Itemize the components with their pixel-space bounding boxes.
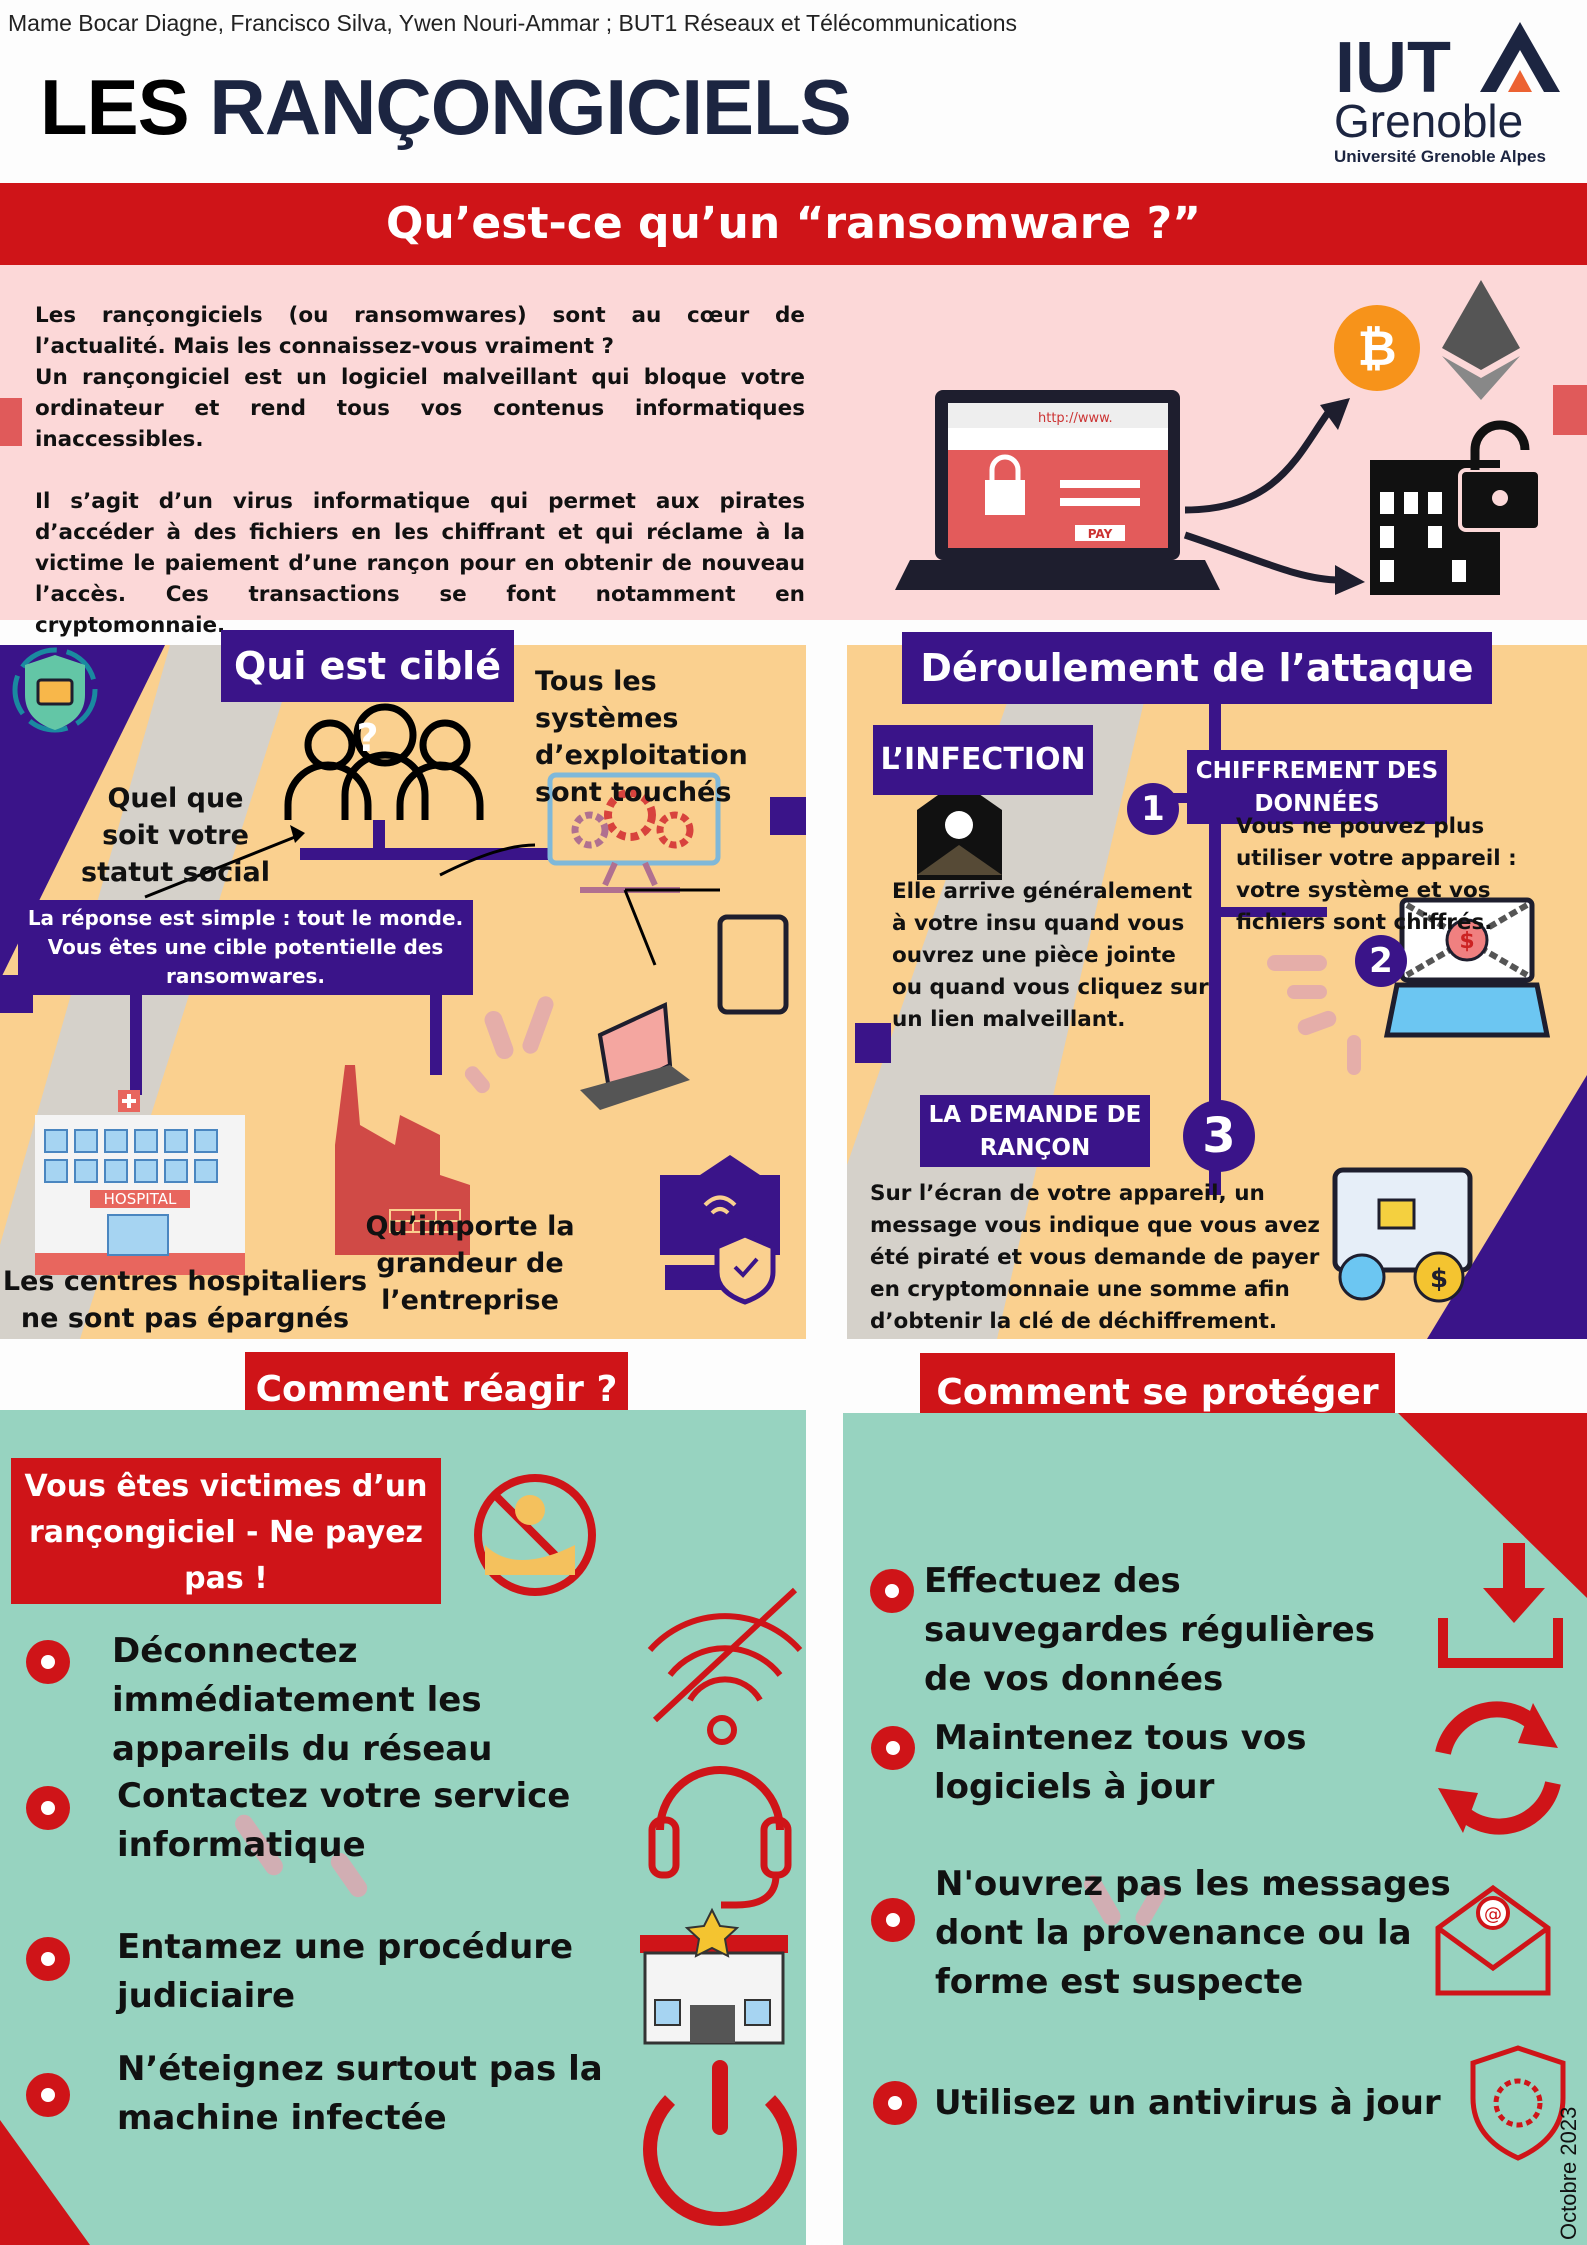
step-title-encryption: CHIFFREMENT DES DONNÉES	[1187, 750, 1447, 824]
page-title: LES RANÇONGICIELS	[40, 63, 852, 151]
svg-text:Grenoble: Grenoble	[1334, 95, 1523, 147]
bullet-icon	[26, 1937, 70, 1981]
svg-text:IUT: IUT	[1335, 28, 1451, 108]
bullet-icon	[870, 1569, 914, 1613]
protect-item: Effectuez des sauvegardes régulières de …	[924, 1561, 1375, 1699]
intro-text: Les rançongiciels (ou ransomwares) sont …	[35, 303, 805, 638]
protect-item: Utilisez un antivirus à jour	[934, 2083, 1441, 2123]
systems-text: Tous les systèmes d’exploitation sont to…	[535, 666, 748, 808]
section-heading-attack: Déroulement de l’attaque	[902, 632, 1492, 704]
step-text-encryption: Vous ne pouvez plus utiliser votre appar…	[1236, 814, 1517, 935]
step-text-ransom: Sur l’écran de votre appareil, un messag…	[870, 1181, 1320, 1334]
protect-icons: @	[1084, 1413, 1587, 2161]
step-title-ransom: LA DEMANDE DE RANÇON	[920, 1095, 1150, 1167]
svg-text:HOSPITAL: HOSPITAL	[104, 1190, 177, 1208]
intro-section	[0, 265, 1587, 620]
bullet-icon	[871, 1898, 915, 1942]
warning-box: Vous êtes victimes d’un rançongiciel - N…	[11, 1458, 441, 1604]
svg-text:@: @	[1484, 1904, 1502, 1925]
decor-square	[1553, 385, 1587, 435]
svg-text:Université Grenoble Alpes: Université Grenoble Alpes	[1334, 147, 1546, 166]
svg-text:http://www.: http://www.	[1038, 411, 1113, 426]
company-text: Qu’importe la grandeur de l’entreprise	[365, 1211, 575, 1316]
logo-icon: IUT Grenoble Université Grenoble Alpes	[1334, 22, 1560, 166]
section-heading-ransomware: Qu’est-ce qu’un “ransomware ?”	[0, 183, 1587, 265]
step-title-infection: L’INFECTION	[873, 725, 1093, 795]
decor-square	[0, 398, 22, 446]
answer-box: La réponse est simple : tout le monde. V…	[18, 900, 473, 995]
bullet-icon	[26, 1786, 70, 1830]
bullet-icon	[26, 1640, 70, 1684]
react-item: N’éteignez surtout pas la machine infect…	[117, 2049, 603, 2138]
react-item: Contactez votre service informatique	[117, 1776, 571, 1865]
step-number: 3	[1183, 1100, 1255, 1172]
iut-logo: IUT Grenoble Université Grenoble Alpes	[1330, 12, 1570, 167]
status-text: Quel que soit votre statut social	[81, 783, 270, 888]
svg-text:PAY: PAY	[1088, 527, 1113, 541]
react-item: Déconnectez immédiatement les appareils …	[112, 1631, 493, 1769]
authors: Mame Bocar Diagne, Francisco Silva, Ywen…	[8, 10, 1017, 36]
protect-item: Maintenez tous vos logiciels à jour	[934, 1718, 1307, 1807]
ransomware-illustration-icon: ₿ http://www. PAY	[895, 280, 1542, 595]
react-item: Entamez une procédure judiciaire	[117, 1927, 574, 2016]
step-number: 1	[1127, 783, 1179, 835]
step-number: 2	[1355, 935, 1407, 987]
hospitals-text: Les centres hospitaliers ne sont pas épa…	[2, 1266, 368, 1334]
svg-text:$: $	[1459, 929, 1474, 954]
date-text: Octobre 2023	[1556, 2106, 1581, 2240]
section-heading-targets: Qui est ciblé ?	[221, 630, 514, 760]
bullet-icon	[26, 2073, 70, 2117]
react-icons	[0, 1474, 803, 2245]
bullet-icon	[871, 1726, 915, 1770]
protect-item: N'ouvrez pas les messages dont la proven…	[935, 1864, 1451, 2002]
svg-text:₿: ₿	[1357, 321, 1396, 377]
svg-text:$: $	[1430, 1264, 1448, 1294]
step-text-infection: Elle arrive généralement à votre insu qu…	[892, 879, 1209, 1032]
bullet-icon	[873, 2081, 917, 2125]
